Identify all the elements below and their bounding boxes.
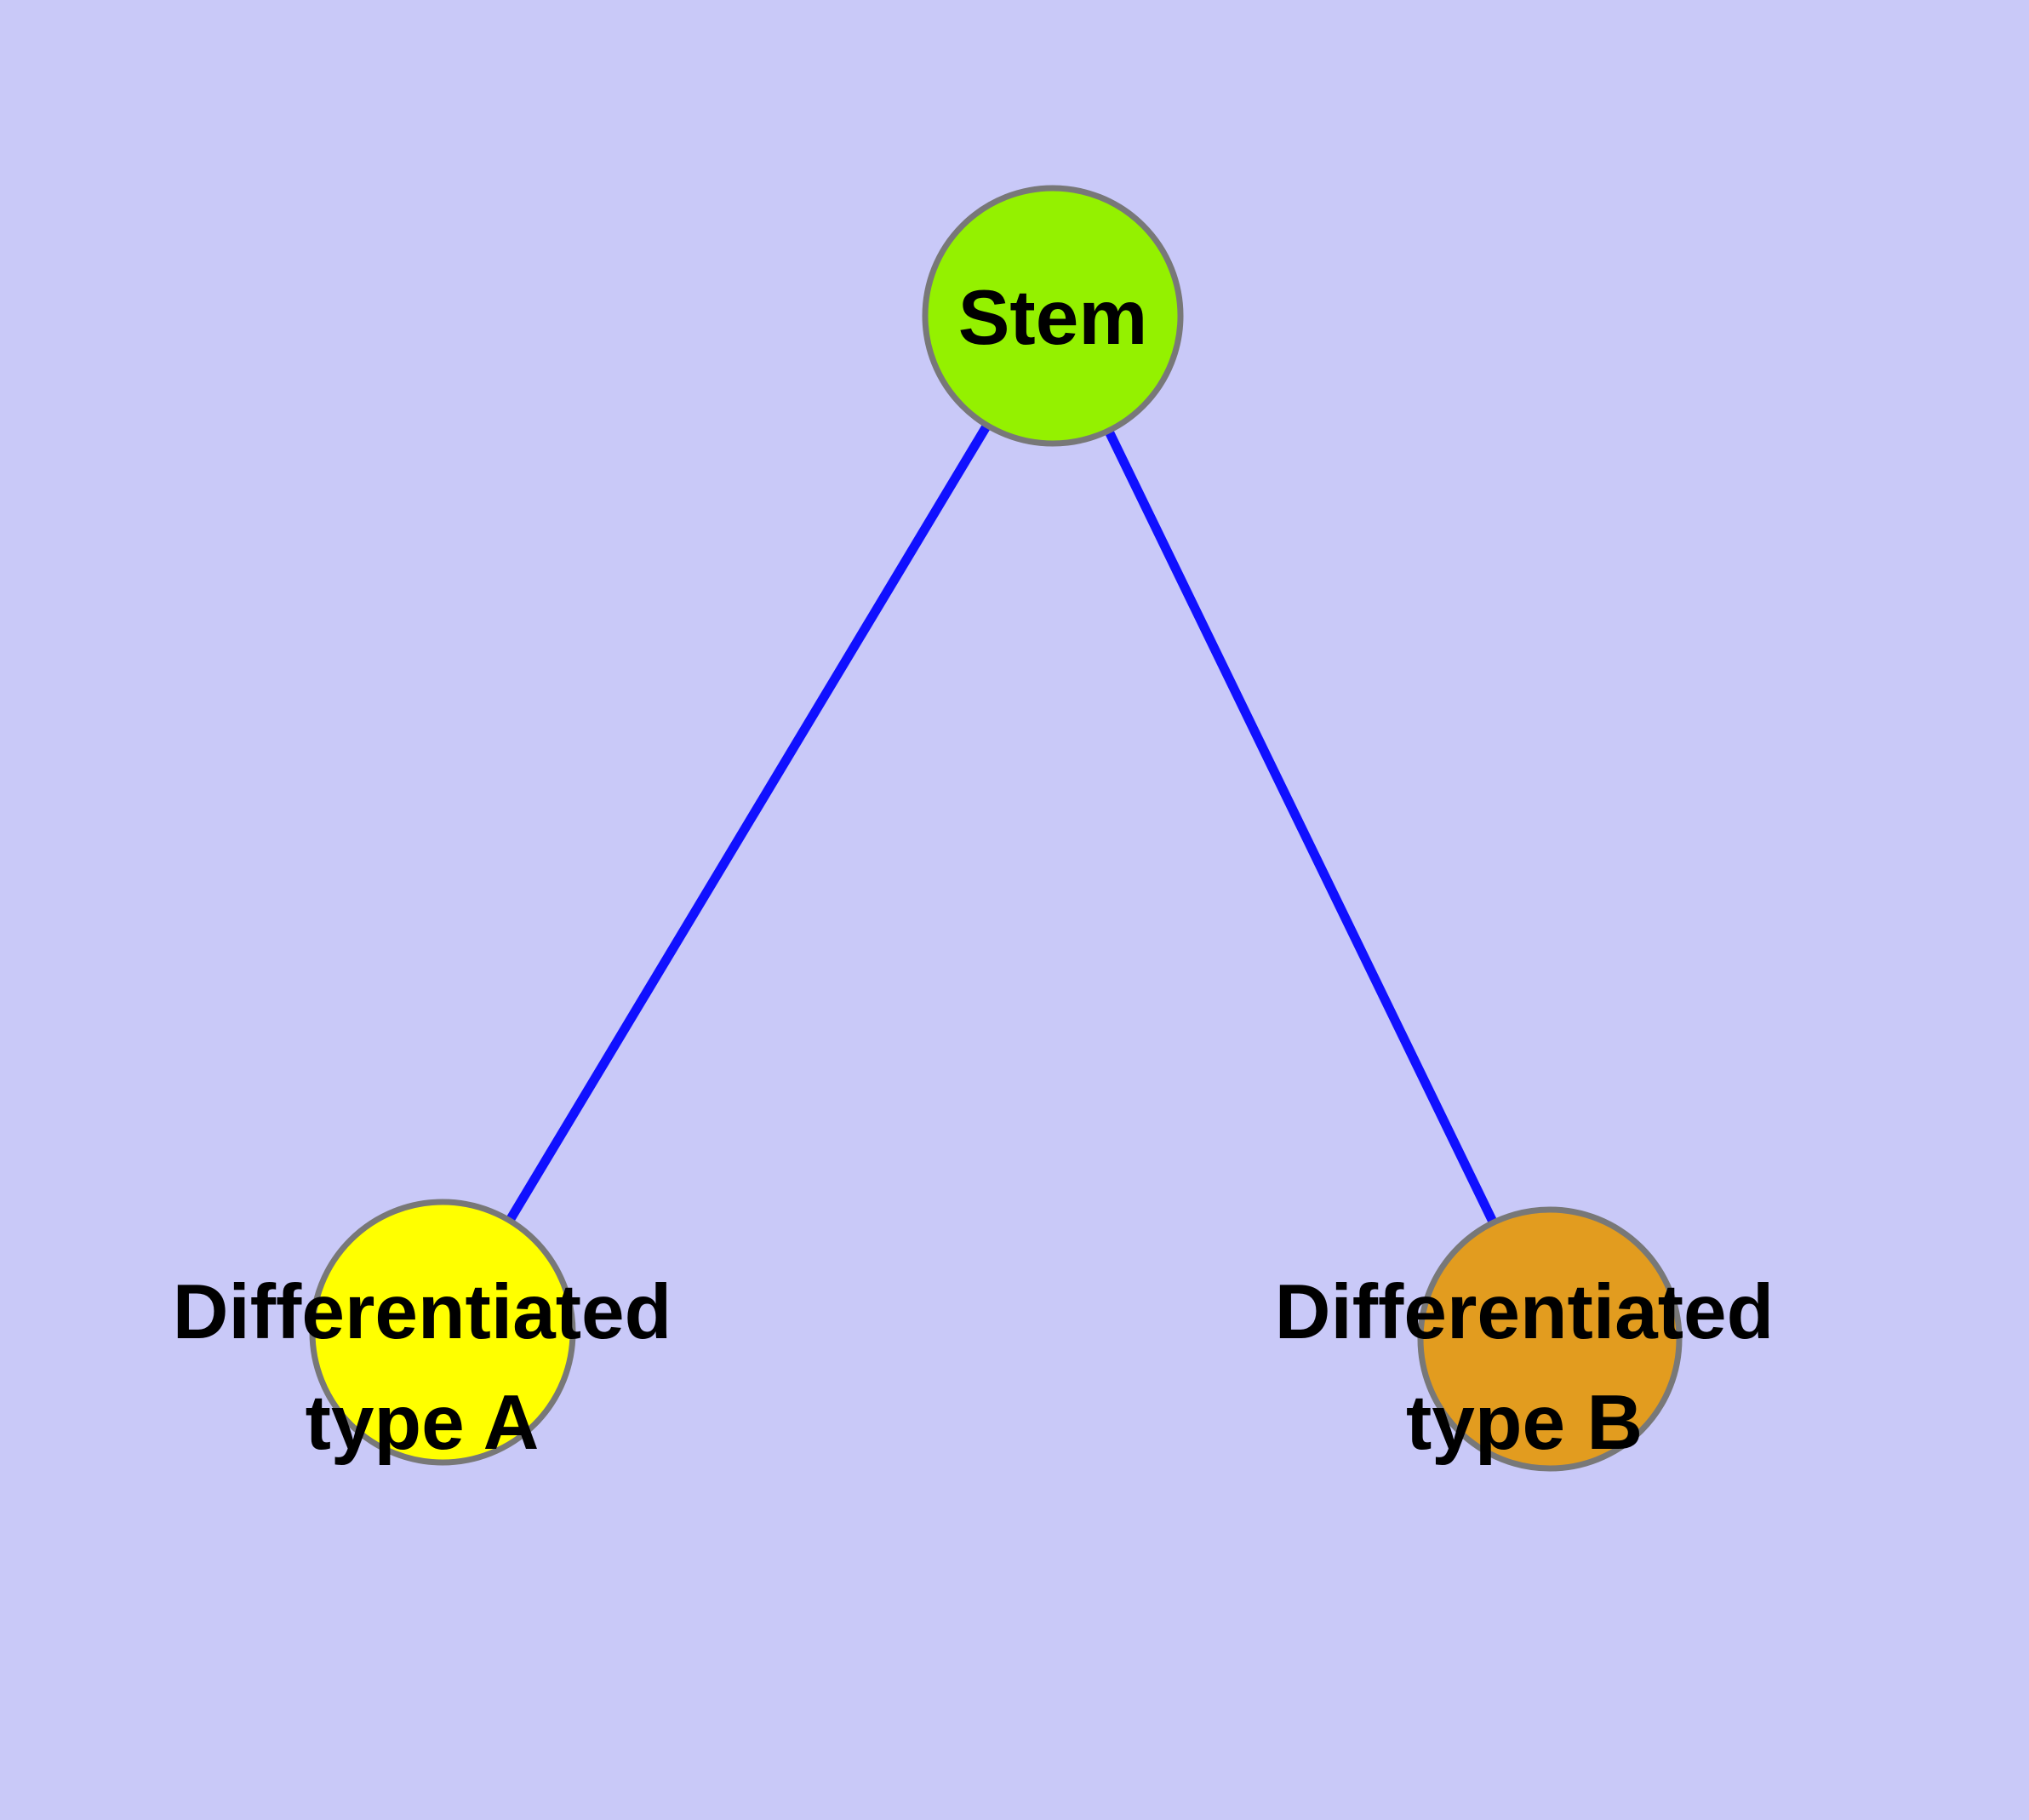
edge-stem-to-type-b xyxy=(1049,313,1554,1342)
node-differentiated-type-a: Differentiated type A xyxy=(173,1199,672,1466)
node-type-a-label-line2: type A xyxy=(306,1380,540,1466)
node-type-b-label-line2: type B xyxy=(1406,1380,1643,1466)
node-type-b-circle xyxy=(1417,1206,1683,1472)
node-type-a-label-line1: Differentiated xyxy=(173,1269,672,1355)
node-differentiated-type-b: Differentiated type B xyxy=(1275,1206,1775,1472)
node-type-b-label-line1: Differentiated xyxy=(1275,1269,1775,1355)
edge-stem-to-type-a xyxy=(438,313,1057,1335)
node-type-a-circle xyxy=(309,1199,576,1466)
node-stem-circle xyxy=(922,185,1184,447)
node-stem: Stem xyxy=(922,185,1184,447)
node-stem-label: Stem xyxy=(958,275,1148,361)
